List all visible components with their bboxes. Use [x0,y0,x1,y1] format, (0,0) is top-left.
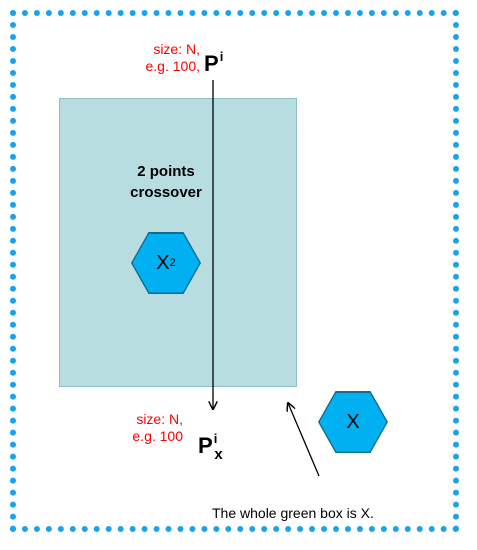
green-box [59,98,297,387]
bottom-size-line: size: N, [136,411,183,427]
crossover-title: 2 points crossover [118,161,214,203]
top-p-symbol: Pi [204,44,223,77]
bottom-example-line: e.g. 100 [132,428,183,444]
top-p-superscript: i [219,49,224,64]
bottom-p-letter: P [198,433,213,458]
bottom-p-superscript: i [213,431,218,446]
dotted-frame [10,10,459,532]
bottom-p-symbol: Pix [198,426,223,468]
top-p-letter: P [204,51,219,76]
caption: The whole green box is X. [212,505,374,521]
x2-hexagon-label: X [156,251,170,274]
bottom-size-label: size: N, e.g. 100 [103,411,183,445]
x-hexagon-label: X [346,410,360,433]
bottom-p-subscript: x [214,446,223,463]
top-example-line: e.g. 100, [145,58,201,74]
x2-hexagon-subscript: 2 [169,257,176,269]
diagonal-arrow [288,403,320,477]
top-size-label: size: N, e.g. 100, [120,41,201,75]
crossover-title-line1: 2 points [137,163,195,180]
crossover-title-line2: crossover [130,184,202,201]
top-size-line: size: N, [153,41,200,57]
